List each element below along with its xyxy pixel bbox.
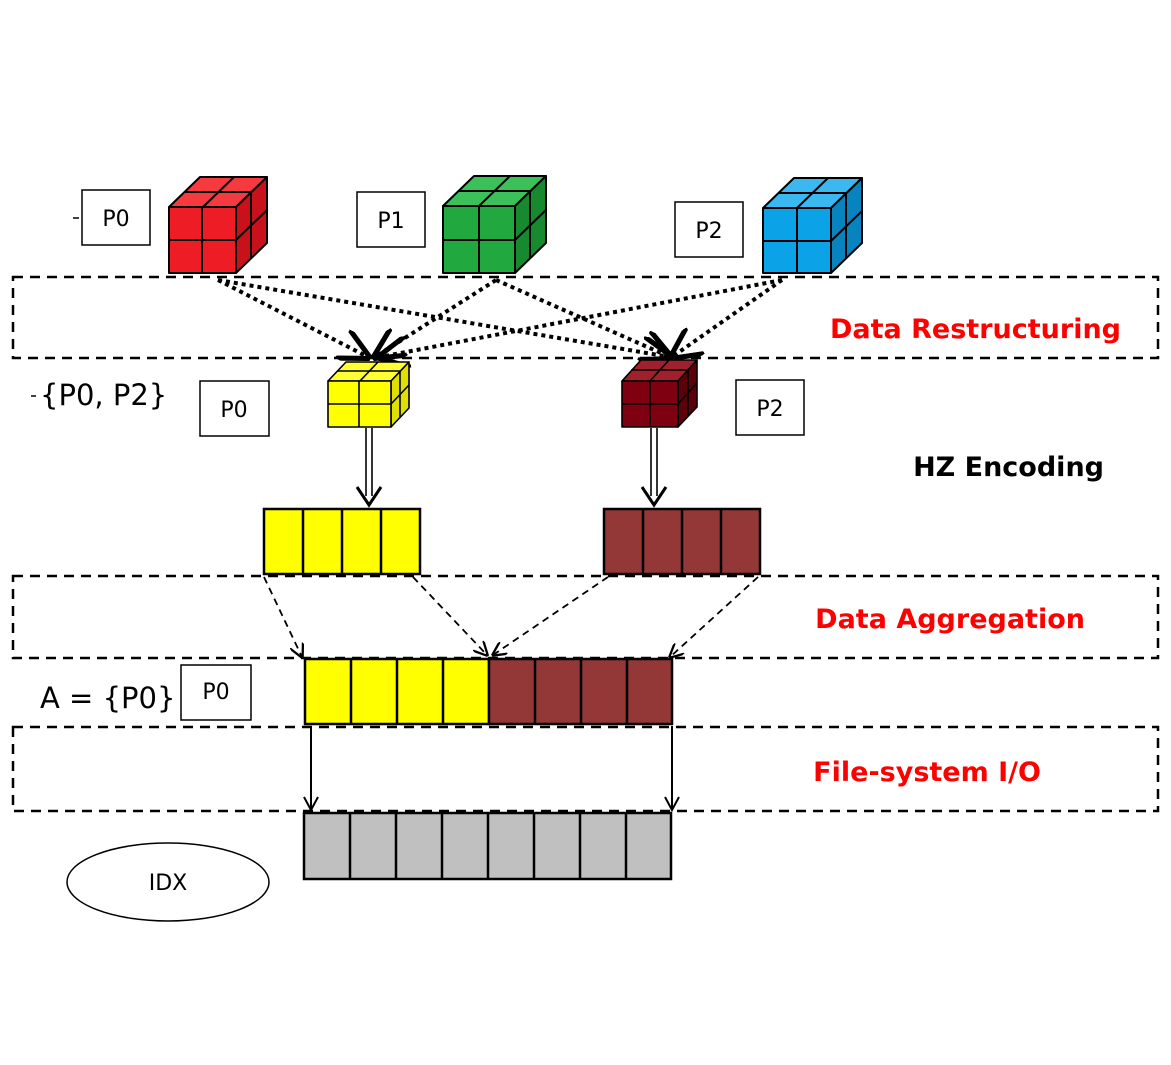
group-label-aggregator: A = {P0}: [40, 681, 175, 715]
cube-p1: [442, 175, 547, 274]
process-box-p2-mid: [735, 379, 805, 436]
stage-label-io: File-system I/O: [813, 757, 1041, 788]
process-box-p2-top: [674, 201, 744, 258]
process-label-p0-aggregator: P0: [202, 680, 229, 705]
cube-restructured-p2: [621, 359, 698, 428]
process-box-p0-aggregator: [180, 664, 252, 721]
encoding-arrow-p2: [640, 428, 668, 508]
buffer-p0: [262, 507, 422, 576]
process-label-p2-mid: P2: [756, 397, 783, 422]
io-stage-box: [11, 725, 1160, 813]
restructuring-arrows: [217, 278, 784, 357]
io-arrows: [303, 726, 680, 813]
process-label-p0-mid: P0: [220, 398, 247, 423]
idx-file-label: IDX: [149, 871, 188, 896]
group-label-restructure: {P0, P2}: [40, 378, 167, 412]
file-blocks: [302, 811, 673, 881]
stage-label-aggregation: Data Aggregation: [815, 604, 1085, 635]
stage-label-restructuring: Data Restructuring: [830, 314, 1121, 345]
process-label-p0-top: P0: [102, 207, 129, 232]
process-label-p1-top: P1: [377, 209, 404, 234]
aggregation-arrows: [263, 576, 759, 657]
encoding-arrow-p0: [355, 428, 383, 508]
process-box-p0-top: [81, 189, 151, 246]
aggregated-buffer: [303, 657, 674, 726]
stage-label-encoding: HZ Encoding: [913, 452, 1104, 483]
idx-file-ellipse: [66, 842, 270, 922]
cube-restructured-p0: [327, 361, 410, 428]
process-box-p1-top: [356, 191, 426, 248]
cube-p0: [168, 176, 268, 274]
cube-p2: [762, 177, 863, 274]
buffer-p2: [602, 507, 762, 576]
process-box-p0-mid: [199, 380, 270, 437]
process-label-p2-top: P2: [695, 219, 722, 244]
